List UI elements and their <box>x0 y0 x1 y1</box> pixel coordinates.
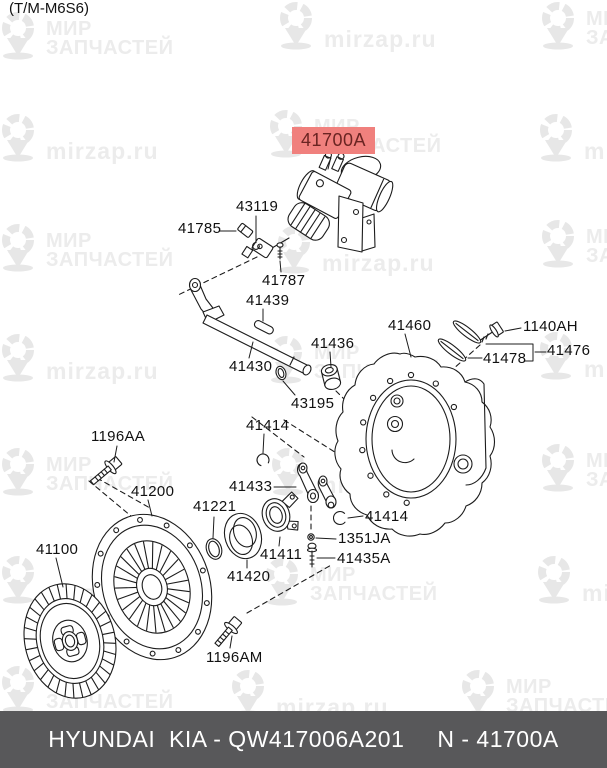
oring-bushing-drawings <box>275 363 342 391</box>
part-label-41411[interactable]: 41411 <box>260 546 303 563</box>
part-label-43119[interactable]: 43119 <box>236 198 279 215</box>
leader-lines <box>55 156 547 649</box>
bearing-cylinder-drawings <box>205 491 299 560</box>
cover-bolt-1196aa-drawing <box>89 456 123 486</box>
mirzap-pin-icon <box>280 2 312 50</box>
part-label-41787[interactable]: 41787 <box>262 272 306 289</box>
part-label-1196AA[interactable]: 1196AA <box>91 428 146 445</box>
part-label-41433[interactable]: 41433 <box>229 478 273 495</box>
release-fork-shaft-drawing <box>188 277 312 376</box>
clutch-housing-drawing <box>334 352 496 537</box>
pin-clip-bolt-drawings <box>237 222 284 260</box>
exploded-parts-drawing <box>23 151 547 699</box>
part-label-41435A[interactable]: 41435A <box>337 550 391 567</box>
mirzap-pin-icon <box>2 556 34 604</box>
part-label-41420[interactable]: 41420 <box>227 568 271 585</box>
part-label-41221[interactable]: 41221 <box>193 498 237 515</box>
part-label-41414[interactable]: 41414 <box>246 417 290 434</box>
part-label-41414[interactable]: 41414 <box>365 508 409 525</box>
mirzap-pin-icon <box>2 114 34 162</box>
part-label-41785[interactable]: 41785 <box>178 220 222 237</box>
mirzap-pin-icon <box>542 2 574 50</box>
part-label-1351JA[interactable]: 1351JA <box>338 530 391 547</box>
mirzap-pin-icon <box>540 332 572 380</box>
footer-catalog-code: HYUNDAI KIA - QW417006A201 <box>48 726 405 752</box>
mirzap-pin-icon <box>2 224 34 272</box>
mirzap-pin-icon <box>2 448 34 496</box>
part-label-41478[interactable]: 41478 <box>483 350 527 367</box>
part-label-41476[interactable]: 41476 <box>547 342 591 359</box>
mirzap-pin-icon <box>270 110 302 158</box>
mirzap-pin-icon <box>538 556 570 604</box>
mirzap-pin-icon <box>2 334 34 382</box>
mirzap-pin-icon <box>540 114 572 162</box>
footer-part-number: N - 41700A <box>437 726 559 752</box>
mirzap-pin-icon <box>542 220 574 268</box>
clutch-disc-drawing <box>23 583 117 699</box>
mirzap-pin-icon <box>542 444 574 492</box>
part-label-1140AH[interactable]: 1140AH <box>523 318 578 335</box>
mirzap-pin-icon <box>2 12 34 60</box>
clutch-cover-drawing <box>91 513 213 661</box>
part-label-43195[interactable]: 43195 <box>291 395 335 412</box>
part-label-41460[interactable]: 41460 <box>388 317 432 334</box>
footer-bar: HYUNDAI KIA - QW417006A201 N - 41700A <box>0 711 607 768</box>
part-label-1196AM[interactable]: 1196AM <box>206 649 263 666</box>
part-label-41436[interactable]: 41436 <box>311 335 355 352</box>
transmission-code-label: (T/M-M6S6) <box>9 0 89 17</box>
clutch-master-cylinder-drawing <box>241 151 394 259</box>
release-fork-drawing <box>256 453 348 568</box>
part-label-41439[interactable]: 41439 <box>246 292 290 309</box>
part-label-41700A-selected[interactable]: 41700A <box>292 127 376 154</box>
disc-bolt-1196am-drawing <box>214 616 243 648</box>
part-label-41200[interactable]: 41200 <box>131 483 175 500</box>
part-label-41430[interactable]: 41430 <box>229 358 273 375</box>
housing-bolt-pins-drawings <box>437 320 504 362</box>
part-label-41100[interactable]: 41100 <box>36 541 79 558</box>
